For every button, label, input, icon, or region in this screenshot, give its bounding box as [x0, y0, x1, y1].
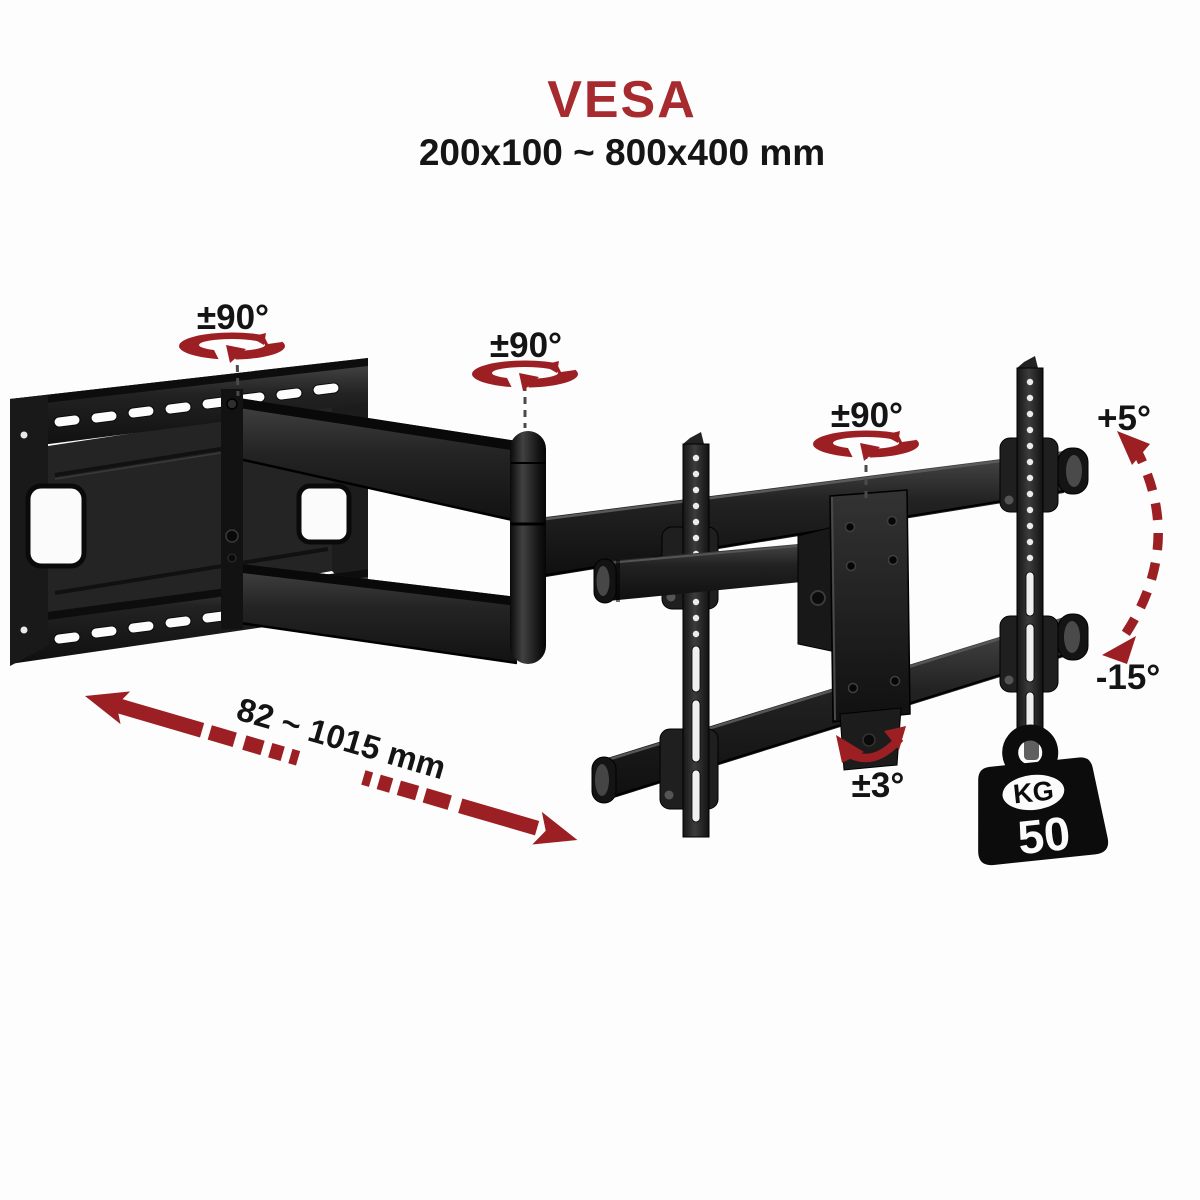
page-title: VESA	[547, 71, 697, 129]
tilt-up-label: +5°	[1097, 399, 1151, 438]
vesa-range-subtitle: 200x100 ~ 800x400 mm	[418, 132, 826, 173]
swivel-label-arm: ±90°	[490, 326, 562, 365]
rail-bottom-stub	[1024, 738, 1039, 760]
wall-plate-cutout-left	[25, 483, 87, 569]
level-adjust-label: ±3°	[852, 766, 905, 805]
diagram-header: VESA 200x100 ~ 800x400 mm	[0, 74, 1200, 174]
swivel-label-plate: ±90°	[831, 396, 903, 435]
weight-unit-label: KG	[1012, 775, 1055, 809]
tv-rail-right	[1016, 356, 1044, 760]
curved-dashed-arrow-icon	[1102, 431, 1163, 664]
extension-range-label: 82 ~ 1015 mm	[233, 690, 450, 786]
wall-hinge	[221, 389, 243, 629]
pivot-column	[510, 431, 546, 664]
upper-arm	[225, 396, 518, 523]
lower-arm	[225, 562, 518, 665]
wall-plate-cutout-right	[296, 483, 352, 545]
weight-capacity-icon: KG 50	[978, 724, 1109, 866]
double-headed-dashed-arrow-icon: 82 ~ 1015 mm	[85, 690, 578, 845]
telescoping-tube	[593, 541, 833, 604]
double-curved-arrow-icon	[836, 726, 906, 763]
tv-rail-left	[682, 432, 710, 838]
swivel-label-wall: ±90°	[197, 298, 269, 337]
tilt-down-label: -15°	[1096, 658, 1161, 697]
weight-value-label: 50	[1015, 806, 1073, 864]
